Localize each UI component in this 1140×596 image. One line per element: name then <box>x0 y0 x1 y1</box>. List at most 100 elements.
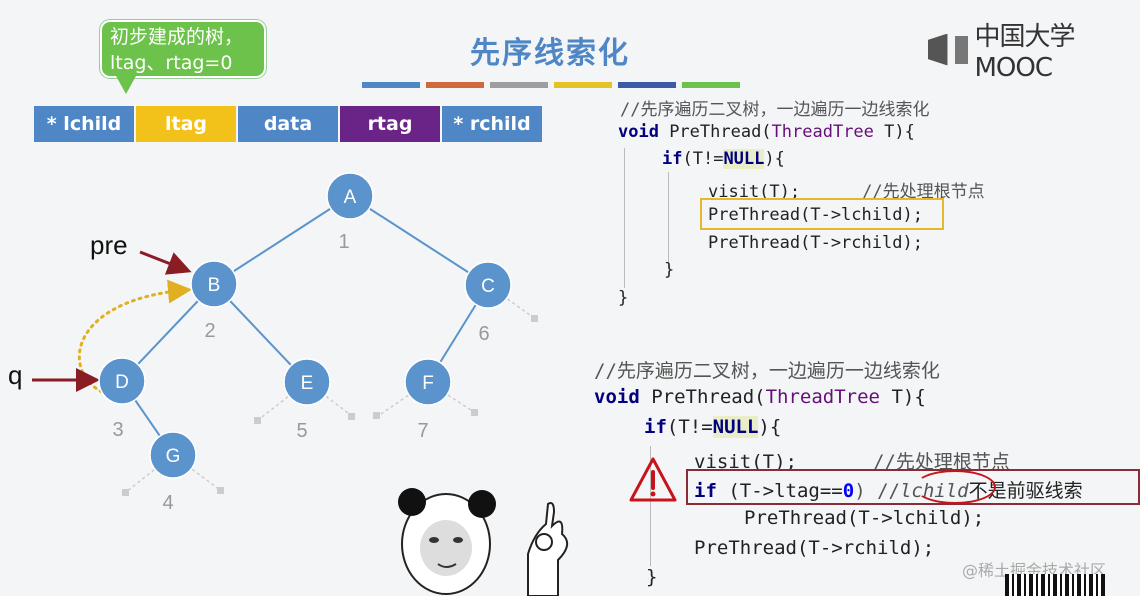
null-keyword: NULL <box>712 416 759 438</box>
code2-line-7: } <box>646 566 658 588</box>
tree-node-g <box>149 431 197 479</box>
keyword: void <box>618 122 659 142</box>
code-text: PreThread( <box>658 122 772 142</box>
type-name: ThreadTree <box>765 386 880 408</box>
code-text: visit(T); <box>708 182 801 202</box>
code-text: PreThread( <box>639 386 766 408</box>
code2-line-6: PreThread(T->rchild); <box>694 537 935 559</box>
code2-line-1: void PreThread(ThreadTree T){ <box>594 386 926 408</box>
code-text: ){ <box>764 149 785 169</box>
order-number: 3 <box>112 419 123 441</box>
code1-line-1: void PreThread(ThreadTree T){ <box>618 122 915 142</box>
code-text: (T!= <box>666 416 713 438</box>
code1-line-6: } <box>664 260 675 280</box>
order-number: 6 <box>478 323 489 345</box>
pre-pointer-label: pre <box>90 230 128 260</box>
tree-node-a <box>326 172 374 220</box>
annotation-circle <box>914 470 996 504</box>
node-label: F <box>422 373 434 394</box>
highlight-box-lchild <box>700 198 944 230</box>
mooc-logo: 中国大学MOOC <box>928 16 1140 83</box>
tree-edge <box>349 195 489 286</box>
code-text: (T->ltag== <box>716 480 843 502</box>
keyword: if <box>662 149 683 169</box>
node-label: C <box>481 276 495 297</box>
indent-guide <box>624 148 625 288</box>
q-pointer-label: q <box>8 360 22 390</box>
type-name: ThreadTree <box>771 122 874 142</box>
code-comment: //先处理根节点 <box>862 182 985 202</box>
order-number: 4 <box>162 492 173 514</box>
panda-meme-icon <box>398 488 569 596</box>
null-marker <box>471 409 478 416</box>
code-text: visit(T); <box>694 451 797 473</box>
node-label: E <box>301 373 314 394</box>
code2-line-5: PreThread(T->lchild); <box>744 507 985 529</box>
null-marker <box>254 417 261 424</box>
node-label: A <box>344 187 357 208</box>
indent-guide <box>668 172 669 268</box>
code2-comment: //先序遍历二叉树，一边遍历一边线索化 <box>594 360 940 382</box>
color-strip <box>554 82 612 88</box>
field-label: rtag <box>367 113 413 135</box>
highlight-box-ltag-check <box>686 469 1140 505</box>
note-bubble: 初步建成的树， ltag、rtag=0 <box>100 20 266 78</box>
field-lchild: * lchild <box>34 106 134 142</box>
code1-line-4: PreThread(T->lchild); <box>708 205 923 225</box>
tree-node-d <box>98 357 146 405</box>
field-ltag: ltag <box>136 106 236 142</box>
bubble-tail <box>116 76 136 94</box>
code-text: T){ <box>880 386 926 408</box>
code-text: T){ <box>873 122 915 142</box>
node-label: G <box>166 446 181 467</box>
code1-line-3: visit(T); //先处理根节点 <box>708 177 985 202</box>
node-label: B <box>208 275 221 296</box>
code-comment: ) // <box>854 480 900 502</box>
null-marker <box>122 489 129 496</box>
field-label: data <box>263 113 313 135</box>
keyword: if <box>644 416 667 438</box>
bubble-line-1: 初步建成的树， <box>110 26 244 48</box>
null-marker <box>217 487 224 494</box>
code1-line-7: } <box>618 288 629 308</box>
code-text: (T!= <box>682 149 724 169</box>
color-strip <box>490 82 548 88</box>
color-strip <box>618 82 676 88</box>
null-marker <box>373 412 380 419</box>
keyword: void <box>594 386 640 408</box>
tree-node-c <box>464 261 512 309</box>
field-label: * lchild <box>46 113 122 135</box>
keyword: if <box>694 480 717 502</box>
code-comment: //先处理根节点 <box>872 451 1010 473</box>
field-label: * rchild <box>453 113 531 135</box>
field-label: ltag <box>164 113 208 135</box>
order-number: 7 <box>417 420 428 442</box>
tree-node-e <box>283 358 331 406</box>
code-text: ){ <box>758 416 782 438</box>
field-rtag: rtag <box>340 106 440 142</box>
node-structure-bar: * lchild ltag data rtag * rchild <box>34 106 544 142</box>
order-number: 1 <box>338 231 349 253</box>
slide-title: 先序线索化 <box>470 36 630 71</box>
color-strip <box>682 82 740 88</box>
code1-line-5: PreThread(T->rchild); <box>708 233 923 253</box>
tree-node-b <box>190 260 238 308</box>
number-literal: 0 <box>842 480 855 502</box>
code2-line-4: if (T->ltag==0) //lchild不是前驱线索 <box>694 476 1083 503</box>
null-keyword: NULL <box>723 149 765 169</box>
indent-guide <box>650 446 651 566</box>
pre-pointer-arrow <box>139 250 192 275</box>
null-marker <box>531 315 538 322</box>
mooc-logo-icon <box>928 33 948 66</box>
code2-line-3: visit(T); //先处理根节点 <box>694 447 1010 474</box>
order-number: 5 <box>296 420 307 442</box>
color-strip <box>426 82 484 88</box>
field-rchild: * rchild <box>442 106 542 142</box>
mooc-logo-icon-part <box>955 35 969 64</box>
tree-edge <box>213 195 351 285</box>
color-strip <box>362 82 420 88</box>
warning-icon <box>629 457 677 502</box>
binary-tree-diagram: A B C D E F G 1 2 6 3 5 7 4 pre q <box>8 172 538 514</box>
null-marker <box>348 413 355 420</box>
tree-node-f <box>404 358 452 406</box>
